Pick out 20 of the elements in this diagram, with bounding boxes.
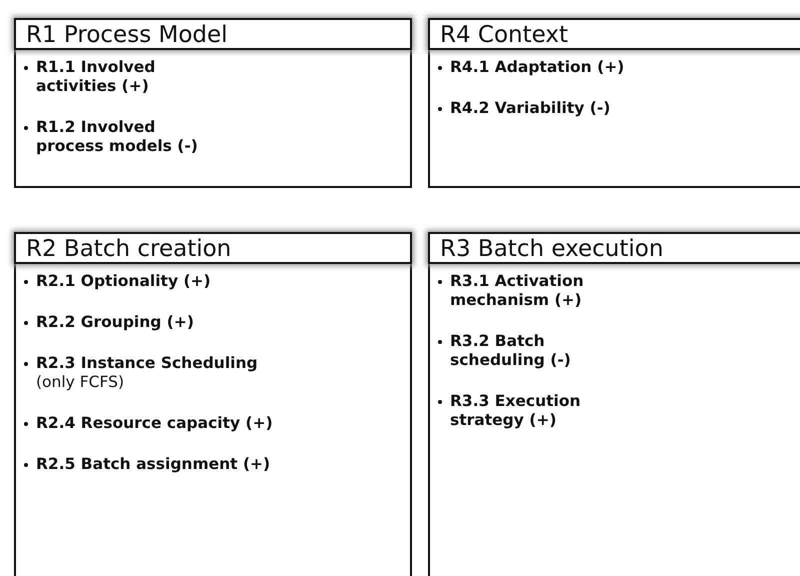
requirement-item: R4.1 Adaptation (+) — [450, 58, 624, 77]
panel-heading: R3 Batch execution — [428, 232, 800, 264]
requirement-item: R3.1 Activation mechanism (+) — [450, 272, 585, 310]
requirement-item: R3.3 Execution strategy (+) — [450, 392, 582, 430]
panel-heading: R2 Batch creation — [14, 232, 412, 264]
panel-heading: R4 Context — [428, 18, 800, 50]
requirement-item: R4.2 Variability (-) — [450, 99, 610, 118]
requirement-item: R3.2 Batch scheduling (-) — [450, 332, 572, 370]
requirement-item: R1.2 Involved process models (-) — [36, 118, 199, 156]
requirement-panel — [14, 232, 412, 576]
requirement-item: R2.3 Instance Scheduling (only FCFS) — [36, 354, 259, 392]
requirement-item: R2.4 Resource capacity (+) — [36, 414, 273, 433]
requirement-panel — [428, 18, 800, 188]
requirement-item: R1.1 Involved activities (+) — [36, 58, 156, 96]
panel-heading: R1 Process Model — [14, 18, 412, 50]
requirement-panel — [428, 232, 800, 576]
requirement-panel — [14, 18, 412, 188]
requirement-item: R2.1 Optionality (+) — [36, 272, 211, 291]
requirement-item: R2.2 Grouping (+) — [36, 313, 194, 332]
requirement-item: R2.5 Batch assignment (+) — [36, 455, 270, 474]
